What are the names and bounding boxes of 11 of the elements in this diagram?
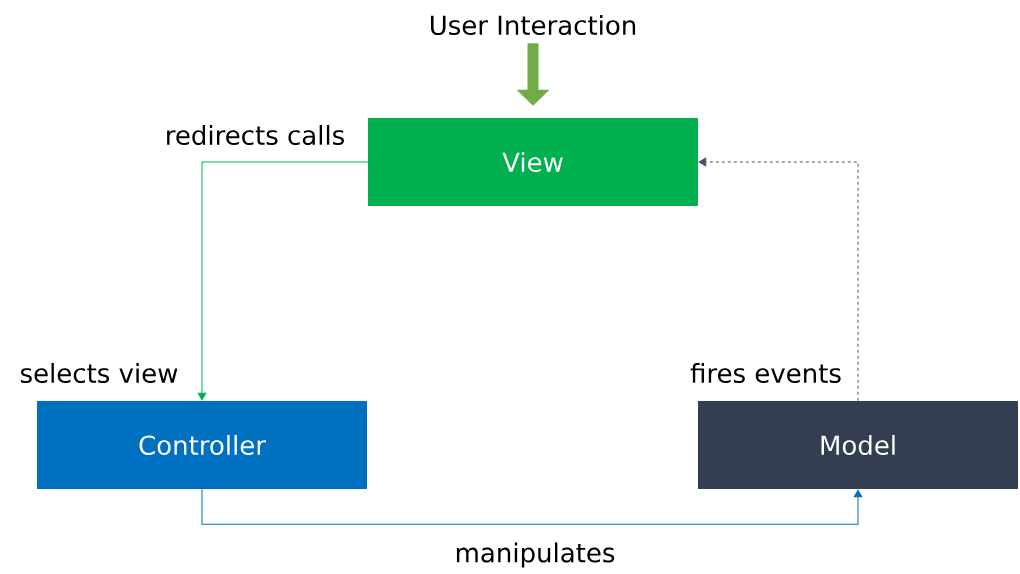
connector-arrow xyxy=(201,488,863,525)
connector-arrow xyxy=(698,157,859,402)
edge-label: fires events xyxy=(689,361,843,385)
caption-text: User Interaction xyxy=(430,14,636,36)
process-box: Model xyxy=(698,401,1018,489)
annotation-text: selects view xyxy=(20,362,178,384)
edge-label: manipulates xyxy=(453,541,617,569)
process-box: Controller xyxy=(37,401,367,489)
connector-arrow xyxy=(197,161,369,401)
process-box: View xyxy=(368,118,698,206)
edge-label: redirects calls xyxy=(163,123,347,147)
